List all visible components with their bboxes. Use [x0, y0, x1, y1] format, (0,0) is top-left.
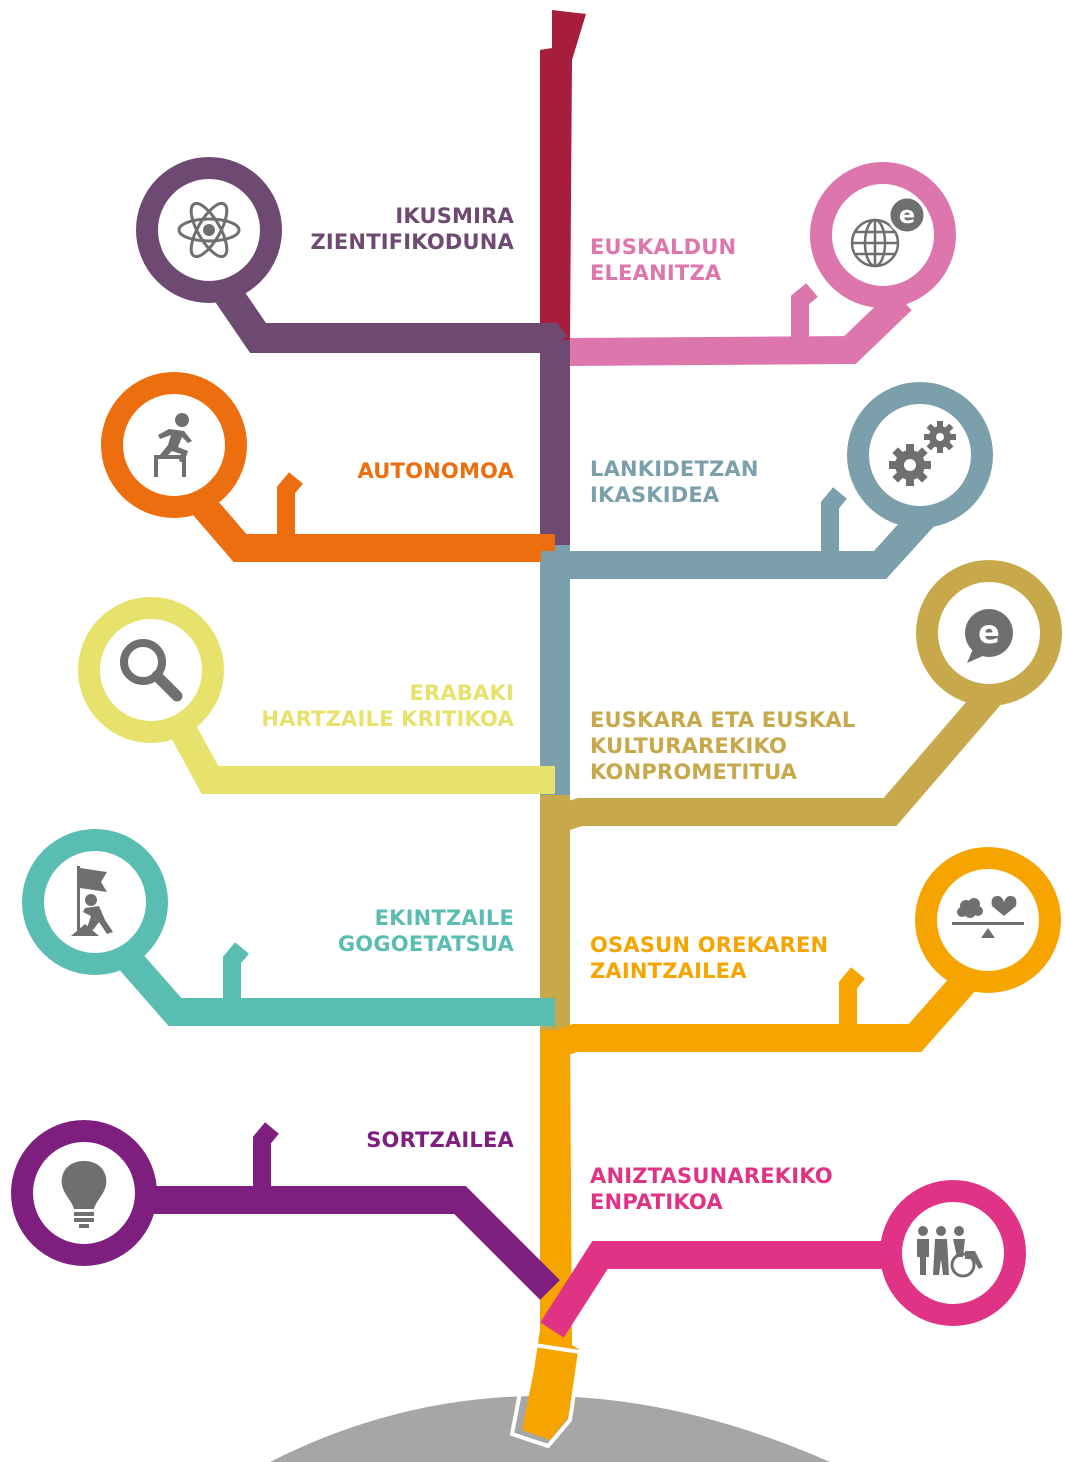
twig-multilingual [791, 283, 818, 350]
label-creative: SORTZAILEA [366, 1128, 514, 1152]
lightbulb-icon [61, 1161, 107, 1228]
branch-empathy [540, 1241, 890, 1338]
magnifier-icon [120, 639, 183, 702]
twig-creative [253, 1122, 279, 1200]
svg-text:e: e [899, 201, 915, 229]
label-committed: EUSKARA ETA EUSKAL KULTURAREKIKO KONPROM… [590, 708, 856, 784]
branch-scientific [202, 266, 568, 354]
branch-committed [541, 680, 1006, 1030]
label-multilingual: EUSKALDUN ELEANITZA [590, 235, 737, 285]
twig-autonomous [277, 472, 303, 548]
label-empathy: ANIZTASUNAREKIKO ENPATIKOA [590, 1164, 833, 1214]
brain-heart-balance-icon [952, 896, 1024, 938]
circle-empathy [880, 1180, 1026, 1326]
twig-cooperative [821, 487, 847, 565]
atom-icon [177, 201, 241, 259]
label-critical: ERABAKI HARTZAILE KRITIKOA [261, 681, 514, 731]
circle-health [915, 847, 1061, 993]
label-autonomous: AUTONOMOA [357, 459, 514, 483]
label-initiative: EKINTZAILE GOGOETATSUA [337, 906, 514, 956]
label-scientific: IKUSMIRA ZIENTIFIKODUNA [310, 204, 514, 254]
label-health: OSASUN OREKAREN ZAINTZAILEA [590, 933, 829, 983]
circle-critical [78, 597, 224, 743]
branch-initiative [114, 945, 555, 1026]
hurdle-runner-icon [154, 413, 192, 477]
branch-autonomous [179, 480, 555, 562]
twig-health [839, 967, 865, 1038]
label-cooperative: LANKIDETZAN IKASKIDEA [590, 457, 759, 507]
branch-health [541, 960, 986, 1320]
diverse-people-icon [917, 1226, 983, 1278]
svg-text:e: e [978, 613, 1000, 651]
branch-critical [167, 718, 555, 794]
trunk-base-outline [509, 1342, 583, 1449]
branch-creative [150, 1186, 560, 1300]
globe-speech-icon: e [850, 195, 927, 268]
flag-climber-icon [71, 866, 113, 936]
trunk-segment-scientific [540, 340, 570, 545]
speech-e-icon: e [965, 609, 1013, 663]
branch-multilingual [569, 289, 912, 366]
twig-initiative [223, 942, 249, 1012]
branch-cooperative [541, 500, 941, 790]
trunk-segment-top [540, 10, 586, 340]
circle-multilingual [810, 162, 956, 308]
